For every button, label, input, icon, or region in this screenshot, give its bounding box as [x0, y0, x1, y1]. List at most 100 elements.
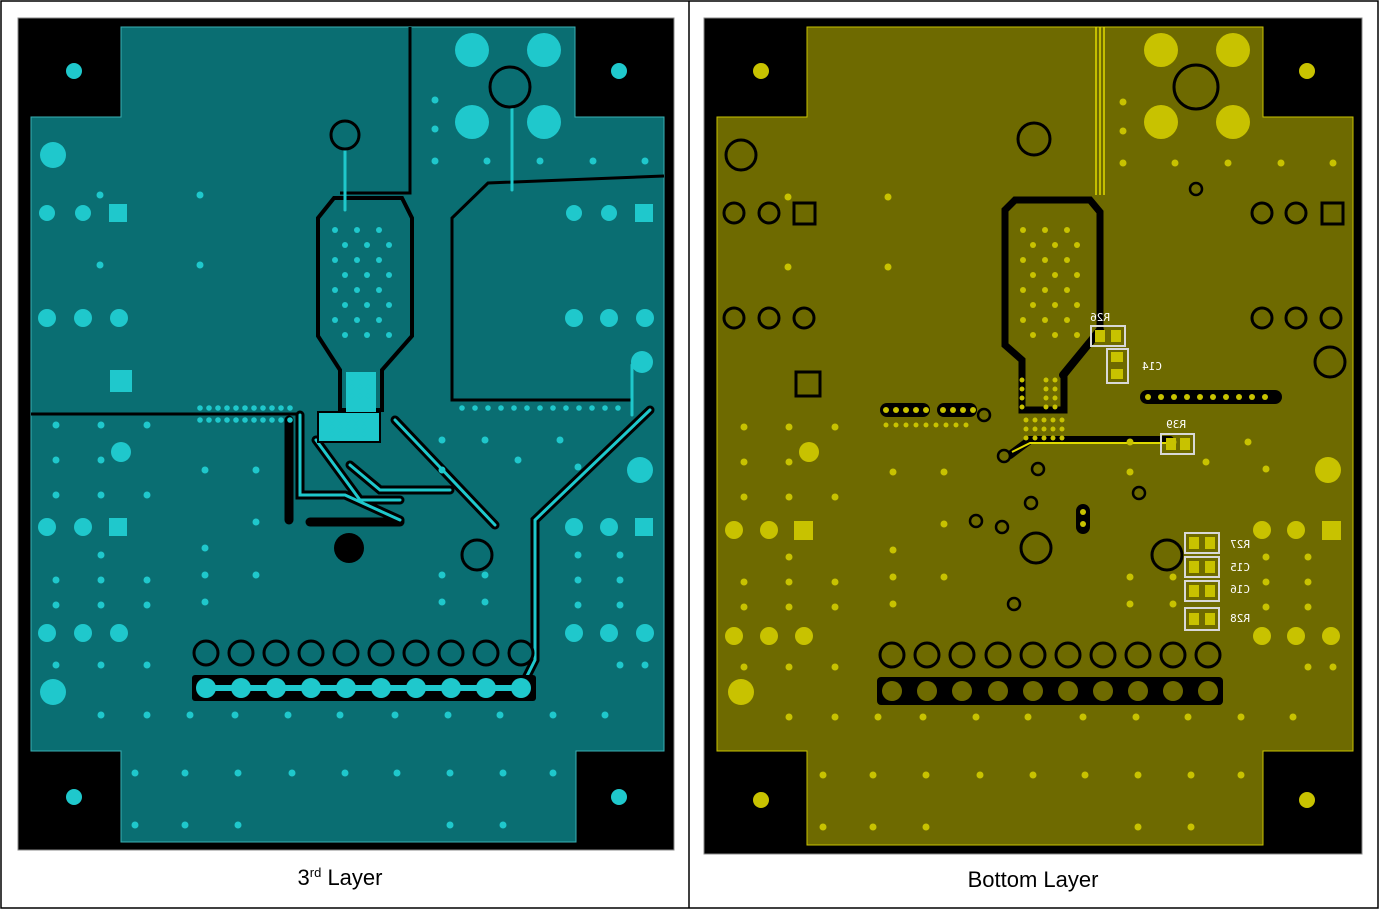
via: [1042, 257, 1048, 263]
via: [201, 466, 209, 474]
via: [1126, 438, 1134, 446]
via: [1064, 287, 1070, 293]
silk-label-r26: R26: [1090, 311, 1110, 324]
mounting-holes: [66, 63, 627, 805]
via: [1169, 438, 1177, 446]
via: [1304, 578, 1312, 586]
via: [336, 711, 344, 719]
via: [1262, 578, 1270, 586]
silk-label-c15: C15: [1230, 561, 1250, 574]
via: [337, 417, 343, 423]
via: [943, 422, 949, 428]
via: [1081, 771, 1089, 779]
via: [831, 578, 839, 586]
via: [391, 711, 399, 719]
via: [953, 422, 959, 428]
via: [354, 257, 360, 263]
header-row-top: [192, 639, 535, 667]
via: [97, 491, 105, 499]
via: [143, 601, 151, 609]
via: [1197, 394, 1203, 400]
via: [1134, 823, 1142, 831]
via: [353, 424, 359, 430]
via: [284, 711, 292, 719]
via: [143, 661, 151, 669]
via: [431, 157, 439, 165]
via: [831, 423, 839, 431]
via: [1050, 435, 1056, 441]
via: [1184, 394, 1190, 400]
via: [1020, 227, 1026, 233]
via: [483, 157, 491, 165]
via: [740, 423, 748, 431]
via: [196, 261, 204, 269]
via: [1262, 394, 1268, 400]
stitching-vias: [52, 96, 649, 829]
via: [883, 422, 889, 428]
via: [52, 601, 60, 609]
via: [785, 663, 793, 671]
via: [1041, 417, 1047, 423]
via: [181, 769, 189, 777]
via: [869, 771, 877, 779]
via: [933, 422, 939, 428]
via: [1019, 377, 1025, 383]
via: [376, 317, 382, 323]
via: [883, 407, 889, 413]
via: [234, 821, 242, 829]
via: [922, 823, 930, 831]
via: [431, 96, 439, 104]
via: [252, 518, 260, 526]
via: [260, 405, 266, 411]
via: [1262, 553, 1270, 561]
via: [345, 417, 351, 423]
via: [1032, 426, 1038, 432]
via: [242, 405, 248, 411]
via: [438, 571, 446, 579]
via: [589, 405, 595, 411]
via: [252, 571, 260, 579]
via: [923, 422, 929, 428]
via: [1064, 257, 1070, 263]
via: [376, 257, 382, 263]
via: [1032, 417, 1038, 423]
via: [52, 456, 60, 464]
via: [1052, 302, 1058, 308]
via: [1052, 377, 1058, 383]
via: [616, 551, 624, 559]
via: [1304, 663, 1312, 671]
via: [260, 417, 266, 423]
silk-label-c16: C16: [1230, 583, 1250, 596]
via: [940, 468, 948, 476]
via: [357, 393, 363, 399]
via: [251, 417, 257, 423]
via: [549, 769, 557, 777]
header-row-top: [878, 641, 1222, 669]
via: [1187, 823, 1195, 831]
via: [353, 431, 359, 437]
header-row-bottom-pads: [882, 681, 1218, 701]
via: [438, 436, 446, 444]
via: [869, 823, 877, 831]
via: [498, 405, 504, 411]
via: [1050, 426, 1056, 432]
via: [1236, 394, 1242, 400]
via: [206, 405, 212, 411]
via: [1019, 395, 1025, 401]
via: [549, 711, 557, 719]
via: [485, 405, 491, 411]
via: [602, 405, 608, 411]
via: [496, 711, 504, 719]
silkscreen-outlines: [1090, 325, 1220, 631]
via: [97, 601, 105, 609]
via: [641, 157, 649, 165]
via: [740, 578, 748, 586]
via: [903, 422, 909, 428]
third-layer-panel: 3rd Layer: [17, 17, 675, 890]
via: [1224, 159, 1232, 167]
via: [1169, 600, 1177, 608]
via: [1043, 386, 1049, 392]
via: [785, 423, 793, 431]
via: [329, 424, 335, 430]
via: [361, 417, 367, 423]
